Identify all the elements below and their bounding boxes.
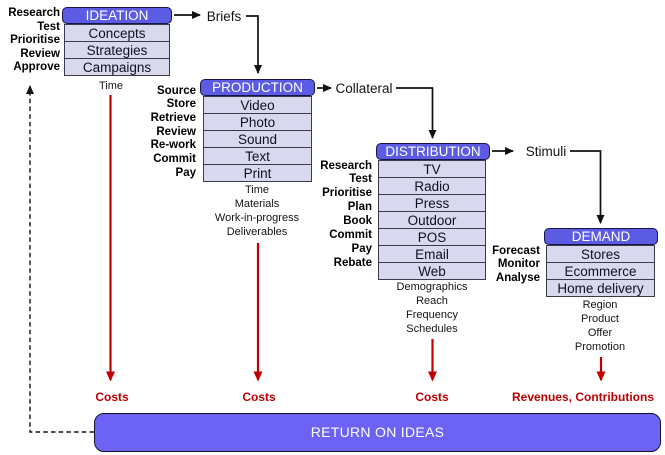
distribution-row: Press: [378, 194, 486, 212]
stimuli-label: Stimuli: [525, 144, 567, 159]
ideation-row: Concepts: [64, 24, 170, 42]
return-on-ideas-bar: RETURN ON IDEAS: [94, 413, 661, 452]
briefs-label: Briefs: [206, 9, 242, 24]
input-label: Re-work: [150, 139, 196, 152]
production-input-labels: Source Store Retrieve Review Re-work Com…: [130, 85, 196, 181]
production-row: Sound: [203, 130, 312, 148]
arrow-stimuli-to-demand: [570, 150, 605, 224]
below-label: Reach: [416, 295, 448, 308]
input-label: Test: [37, 20, 60, 33]
ideation-input-labels: Research Test Prioritise Review Approve: [2, 7, 60, 75]
production-row: Video: [203, 96, 312, 114]
below-label: Frequency: [406, 309, 458, 322]
distribution-input-labels: Research Test Prioritise Plan Book Commi…: [306, 160, 372, 271]
below-label: Product: [581, 312, 619, 325]
production-row: Photo: [203, 113, 312, 131]
demand-input-labels: Forecast Monitor Analyse: [474, 245, 540, 286]
distribution-row: POS: [378, 228, 486, 246]
distribution-row: Web: [378, 262, 486, 280]
input-label: Store: [166, 98, 196, 111]
feedback-loop-arrow: [26, 85, 94, 433]
demand-row: Home delivery: [546, 279, 655, 297]
input-label: Review: [156, 125, 196, 138]
input-label: Pay: [351, 242, 372, 255]
production-header: PRODUCTION: [200, 79, 315, 96]
costs-label-ideation: Costs: [95, 390, 129, 404]
below-label: Promotion: [574, 340, 626, 353]
below-label: Work-in-progress: [214, 212, 300, 225]
input-label: Plan: [347, 201, 372, 214]
below-label: Deliverables: [226, 226, 288, 239]
distribution-below-labels: Demographics Reach Frequency Schedules: [397, 280, 468, 336]
distribution-header: DISTRIBUTION: [376, 143, 490, 160]
demand-row: Ecommerce: [546, 262, 655, 280]
input-label: Research: [8, 7, 60, 19]
input-label: Book: [343, 215, 372, 228]
input-label: Prioritise: [10, 34, 60, 47]
input-label: Approve: [13, 61, 60, 74]
input-label: Forecast: [492, 244, 540, 257]
input-label: Source: [157, 84, 196, 97]
below-label: Time: [98, 80, 124, 92]
ideation-row: Strategies: [64, 41, 170, 59]
ideation-below-labels: Time: [99, 79, 123, 93]
below-label: Materials: [234, 197, 280, 210]
production-below-labels: Time Materials Work-in-progress Delivera…: [215, 183, 299, 240]
demand-header: DEMAND: [544, 228, 658, 245]
below-label: Time: [244, 183, 270, 196]
distribution-row: TV: [378, 160, 486, 178]
below-label: Region: [582, 298, 618, 311]
arrow-collateral-to-distribution: [396, 87, 437, 139]
input-label: Prioritise: [322, 187, 372, 200]
input-label: Commit: [153, 153, 196, 166]
distribution-row: Outdoor: [378, 211, 486, 229]
revenues-contributions-label: Revenues, Contributions: [511, 390, 655, 404]
input-label: Monitor: [497, 258, 540, 270]
collateral-label: Collateral: [335, 81, 393, 96]
ideation-header: IDEATION: [62, 7, 172, 24]
distribution-row: Radio: [378, 177, 486, 195]
input-label: Test: [349, 173, 372, 186]
input-label: Pay: [175, 166, 196, 179]
input-label: Commit: [329, 229, 372, 242]
distribution-row: Email: [378, 245, 486, 263]
input-label: Review: [20, 47, 60, 60]
below-label: Schedules: [406, 323, 458, 336]
below-label: Demographics: [396, 281, 468, 293]
input-label: Retrieve: [150, 111, 196, 124]
input-label: Analyse: [495, 271, 540, 284]
arrow-briefs-to-production: [246, 15, 262, 74]
production-row: Print: [203, 164, 312, 182]
input-label: Rebate: [333, 256, 372, 269]
production-row: Text: [203, 147, 312, 165]
demand-row: Stores: [546, 245, 655, 263]
ideation-row: Campaigns: [64, 58, 170, 76]
input-label: Research: [320, 159, 372, 172]
below-label: Offer: [587, 326, 613, 339]
costs-label-distribution: Costs: [415, 390, 449, 404]
demand-below-labels: Region Product Offer Promotion: [575, 298, 625, 354]
costs-label-production: Costs: [242, 390, 276, 404]
